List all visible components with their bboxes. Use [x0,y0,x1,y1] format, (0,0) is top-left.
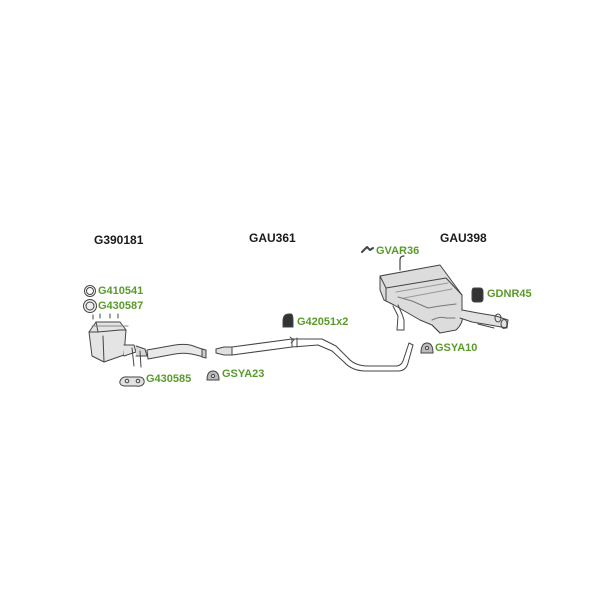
part-label-hanger[interactable]: GVAR36 [376,245,420,257]
mount-icon[interactable] [206,370,220,381]
part-label-mount-1[interactable]: GSYA23 [222,368,265,380]
seal-ring-2-icon[interactable] [83,299,97,313]
part-label-rubber-mount[interactable]: GDNR45 [487,288,532,300]
hanger-icon[interactable] [361,246,374,253]
clamp-icon[interactable] [282,313,294,328]
seal-ring-1-icon[interactable] [84,285,96,297]
rear-silencer-part[interactable] [379,255,509,334]
middle-pipe-part[interactable] [215,336,414,372]
part-label-seal-ring-1[interactable]: G410541 [98,285,144,297]
part-label-gasket[interactable]: G430585 [146,373,192,385]
assembly-label-rear[interactable]: GAU398 [440,231,487,245]
part-label-seal-ring-2[interactable]: G430587 [98,300,144,312]
mount-icon[interactable] [420,342,434,354]
assembly-label-middle[interactable]: GAU361 [249,231,296,245]
part-label-clamp[interactable]: G42051x2 [297,316,349,328]
assembly-label-front[interactable]: G390181 [94,233,144,247]
part-label-mount-2[interactable]: GSYA10 [435,342,478,354]
rubber-mount-icon[interactable] [471,287,484,303]
catalytic-converter-part[interactable] [88,313,207,368]
flange-gasket-icon[interactable] [119,376,145,387]
